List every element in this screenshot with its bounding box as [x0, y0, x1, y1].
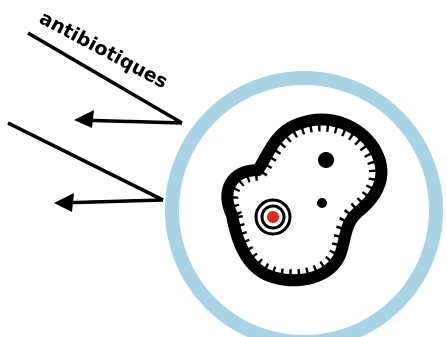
- vacuole: [318, 152, 334, 168]
- reflected-arrow-2: [57, 198, 164, 205]
- arrow-left-icon: [74, 110, 94, 128]
- antibiotic-line-2: [7, 121, 164, 202]
- vacuole: [317, 198, 327, 208]
- cell-body: [221, 113, 388, 287]
- nucleus-core: [267, 211, 279, 223]
- nucleus: [254, 198, 292, 236]
- cell-inner-ticks: [229, 122, 379, 279]
- reflected-arrow-1: [77, 118, 183, 125]
- arrow-left-icon: [54, 193, 74, 212]
- antibiotic-line-1: [27, 31, 183, 125]
- bacterium-icon: [221, 113, 388, 287]
